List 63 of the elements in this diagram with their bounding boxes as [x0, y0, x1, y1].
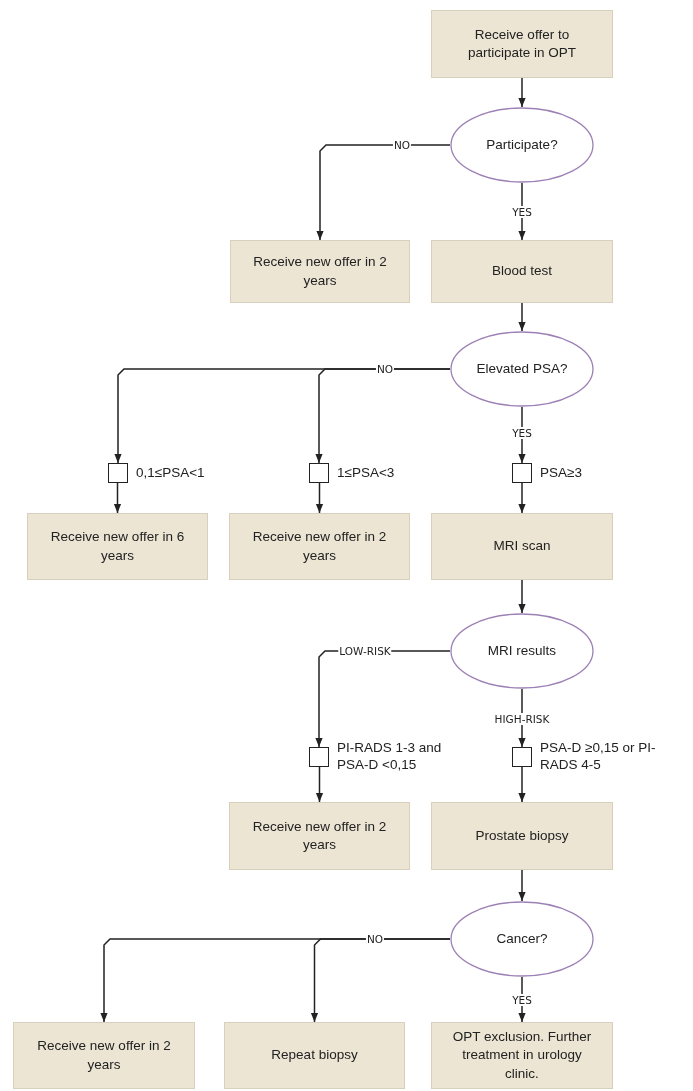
checkbox-square: [108, 463, 128, 483]
decision-ellipse: [450, 331, 594, 407]
arrow: [518, 182, 526, 241]
process-box: [431, 1022, 613, 1089]
process-box: [229, 802, 410, 870]
edge-label: NO: [392, 139, 412, 151]
checkbox-square: [512, 747, 532, 767]
condition-text: 0,1≤PSA<1: [136, 464, 205, 482]
process-box: [431, 240, 613, 303]
decision-ellipse: [450, 901, 594, 977]
arrow: [315, 482, 324, 514]
node-text: Receive offer to participate in OPT: [466, 25, 577, 62]
process-box: [224, 1022, 405, 1089]
node-text: MRI results: [486, 641, 558, 660]
node-text: Elevated PSA?: [475, 359, 569, 378]
edge-label: YES: [511, 427, 533, 439]
arrow: [518, 579, 526, 614]
arrow: [316, 144, 451, 241]
process-box: [13, 1022, 195, 1089]
checkbox-square: [309, 747, 329, 767]
node-text: Blood test: [490, 262, 553, 281]
node-text: Receive new offer in 6 years: [49, 528, 186, 565]
process-box: [431, 802, 613, 870]
node-text: Receive new offer in 2 years: [251, 528, 388, 565]
node-text: Repeat biopsy: [270, 1046, 359, 1065]
node-text: Receive new offer in 2 years: [251, 817, 388, 854]
arrow: [518, 766, 526, 803]
process-box: [27, 513, 208, 580]
node-text: OPT exclusion. Further treatment in urology clinic.: [451, 1028, 593, 1083]
node-text: Participate?: [485, 135, 559, 154]
edge-label: YES: [511, 993, 533, 1006]
arrow: [518, 869, 526, 902]
condition-text: PSA-D ≥0,15 or PI-RADS 4-5: [540, 740, 657, 774]
condition-text: PSA≥3: [540, 464, 582, 482]
process-box: [229, 513, 410, 580]
arrow: [113, 482, 122, 514]
edge-label: YES: [511, 206, 533, 218]
arrow: [518, 406, 526, 464]
process-box: [230, 240, 410, 303]
node-text: Receive new offer in 2 years: [36, 1037, 172, 1074]
process-box: [431, 10, 613, 78]
edge-label: LOW-RISK: [338, 645, 392, 657]
node-text: Receive new offer in 2 years: [252, 253, 388, 290]
condition-text: PI-RADS 1-3 and PSA-D <0,15: [337, 740, 443, 774]
decision-ellipse: [450, 107, 594, 183]
node-text: Prostate biopsy: [474, 826, 570, 845]
node-text: Cancer?: [495, 929, 549, 948]
edge-label: NO: [375, 363, 395, 375]
condition-text: 1≤PSA<3: [337, 464, 395, 482]
checkbox-square: [512, 463, 532, 483]
arrow: [315, 368, 451, 464]
arrow: [310, 938, 451, 1023]
node-text: MRI scan: [492, 537, 552, 556]
arrow: [518, 77, 526, 108]
arrow: [315, 766, 324, 803]
edge-label: NO: [365, 933, 385, 945]
arrow: [518, 482, 526, 514]
arrow: [518, 976, 526, 1023]
decision-ellipse: [450, 613, 594, 689]
process-box: [431, 513, 613, 580]
arrow: [518, 302, 526, 332]
edge-label: HIGH-RISK: [493, 713, 551, 725]
checkbox-square: [309, 463, 329, 483]
